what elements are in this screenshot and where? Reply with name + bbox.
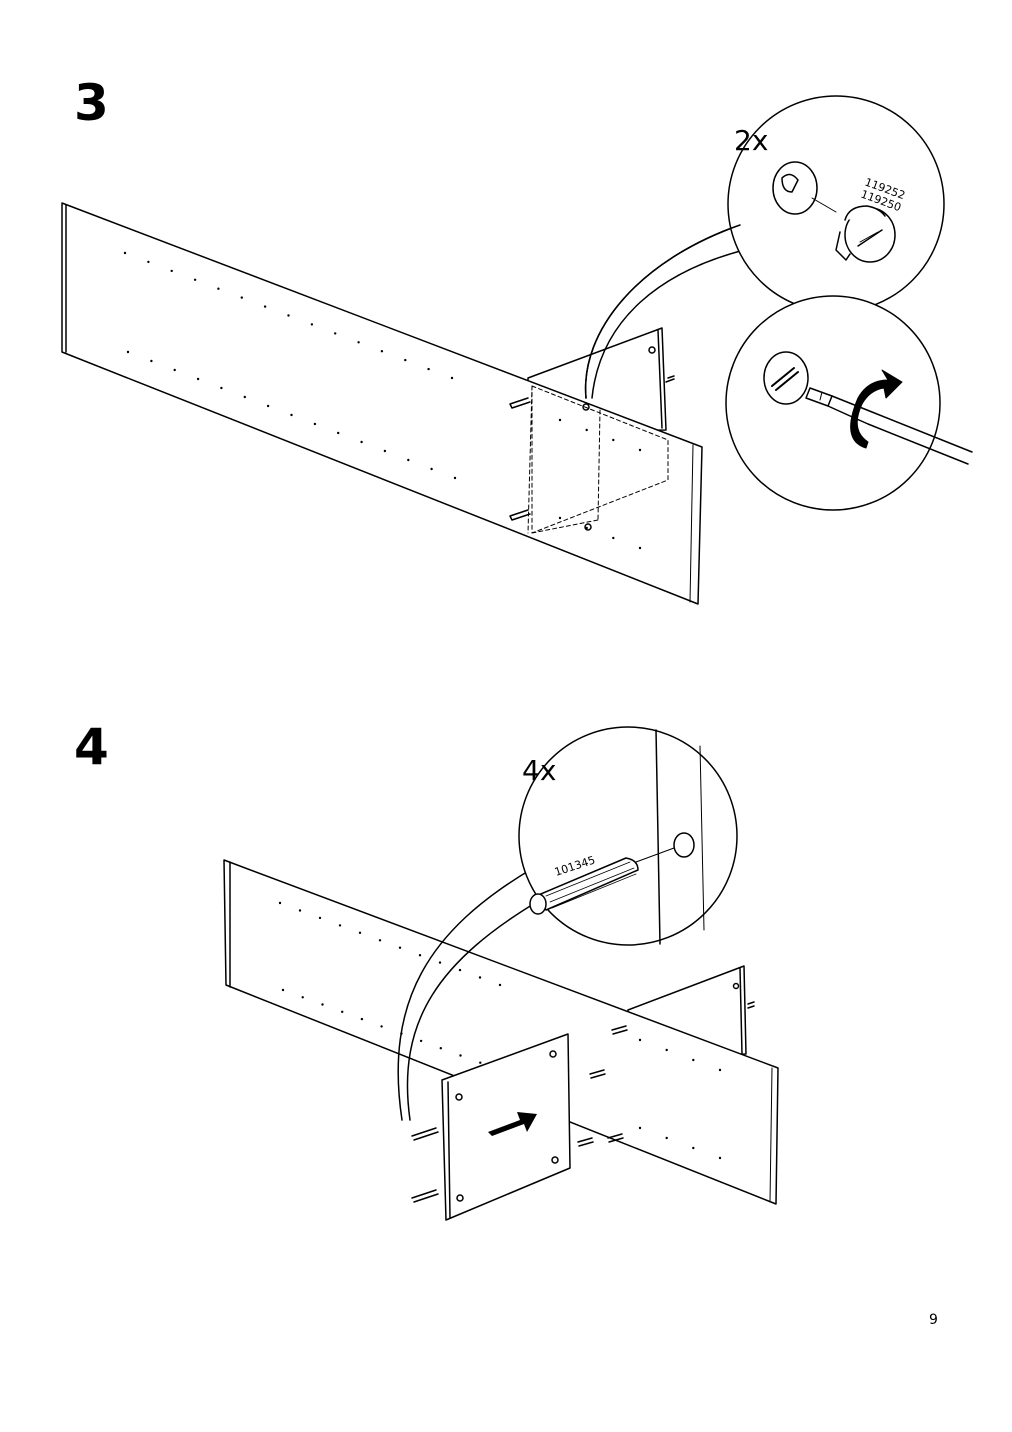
hole-dot	[217, 287, 220, 290]
hole-dot	[692, 1058, 695, 1062]
hole-dot	[458, 968, 462, 972]
hole-dot	[638, 448, 642, 452]
dowel-pin	[607, 1133, 624, 1143]
hole-dot	[170, 269, 173, 273]
step-4-number: 4	[74, 718, 109, 776]
hole-dot	[301, 996, 304, 999]
hole-dot	[281, 988, 285, 992]
push-arrow	[488, 1112, 537, 1136]
hole-dot	[665, 1048, 668, 1052]
hole-dot	[313, 422, 317, 426]
hole-dot	[147, 260, 150, 264]
hole-dot	[398, 946, 402, 949]
hole-dot	[338, 924, 342, 927]
hole-dot	[427, 367, 430, 371]
dowel-pin	[411, 1189, 439, 1203]
hole-dot	[418, 954, 422, 957]
hole-dot	[692, 1146, 695, 1150]
hole-dot	[196, 377, 200, 381]
hole-dot	[287, 314, 290, 317]
hole-dot	[278, 901, 282, 905]
hole-dot	[498, 983, 502, 987]
hole-dot	[453, 476, 457, 480]
step-4-illustration: 4x 101345	[223, 726, 779, 1221]
hole-dot	[266, 404, 270, 408]
dowel-pin	[509, 509, 531, 521]
hidden-edges	[527, 385, 669, 534]
hole-dot	[126, 350, 130, 354]
hole-dot	[450, 376, 454, 380]
dowel	[665, 375, 675, 383]
hole-dot	[380, 350, 384, 353]
callout-leader	[397, 869, 531, 1121]
hole-dot	[558, 418, 562, 422]
hole-dot	[378, 939, 382, 942]
hole-dot	[290, 413, 293, 417]
hole-dot	[612, 438, 615, 442]
hole-dot	[360, 440, 363, 444]
step-3-number: 3	[74, 74, 109, 132]
hole-dot	[585, 428, 588, 432]
hole-dot	[341, 1010, 344, 1013]
hole-dot	[439, 1047, 442, 1050]
hole-dot	[479, 1061, 482, 1064]
hole-dot	[240, 296, 243, 299]
hole-dots	[123, 251, 642, 550]
rotate-arrow	[850, 369, 903, 449]
hole-dot	[383, 449, 387, 453]
hole-dot	[585, 526, 588, 530]
dowel-pin	[577, 1137, 594, 1147]
hole-dot	[638, 546, 642, 550]
page-number: 9	[929, 1312, 938, 1328]
hole-dot	[380, 1025, 383, 1028]
hole-dot	[438, 961, 442, 964]
hole-dot	[407, 458, 410, 462]
hole-dot	[638, 1126, 642, 1130]
step-3-illustration: 2x 119252 119250	[61, 95, 973, 605]
panel-hole	[648, 346, 656, 354]
hole-dot	[123, 251, 127, 255]
hole-dot	[263, 305, 267, 308]
hole-dot	[718, 1068, 722, 1072]
hole-dot	[321, 1003, 324, 1006]
dowel-pin	[509, 397, 531, 409]
hole-dot	[419, 1039, 423, 1043]
hole-dot	[193, 278, 197, 281]
hole-dot	[173, 368, 176, 372]
dowel-pin	[411, 1127, 439, 1141]
hole-dot	[310, 323, 314, 326]
hole-dot	[337, 431, 340, 435]
hole-dot	[665, 1136, 668, 1140]
hole-dot	[220, 386, 223, 390]
hole-dot	[360, 1017, 364, 1021]
hole-dot	[430, 467, 433, 471]
hole-dot	[558, 516, 562, 520]
cam-lock-fitting	[835, 205, 896, 263]
hole-dot	[298, 909, 302, 912]
wooden-dowel	[529, 857, 639, 915]
detail-circle-screwdriver	[725, 295, 941, 511]
hole-dot	[459, 1054, 462, 1057]
long-panel	[223, 859, 779, 1205]
quantity-label: 4x	[522, 754, 556, 787]
hole-dot	[612, 536, 615, 540]
long-panel	[61, 202, 703, 605]
dowel-pin	[589, 1069, 606, 1079]
hole-dot	[358, 931, 362, 934]
hole-dot	[638, 1038, 642, 1042]
hole-dot	[718, 1156, 722, 1160]
hole-dot	[404, 358, 407, 362]
hole-dot	[334, 332, 337, 335]
dowel-pin	[611, 1025, 628, 1035]
hole-dot	[318, 916, 322, 920]
hole-dot	[478, 976, 482, 979]
hole-dot	[150, 359, 153, 363]
hole-dot	[243, 395, 246, 399]
hole-dot	[357, 341, 360, 344]
quantity-label: 2x	[734, 124, 768, 157]
